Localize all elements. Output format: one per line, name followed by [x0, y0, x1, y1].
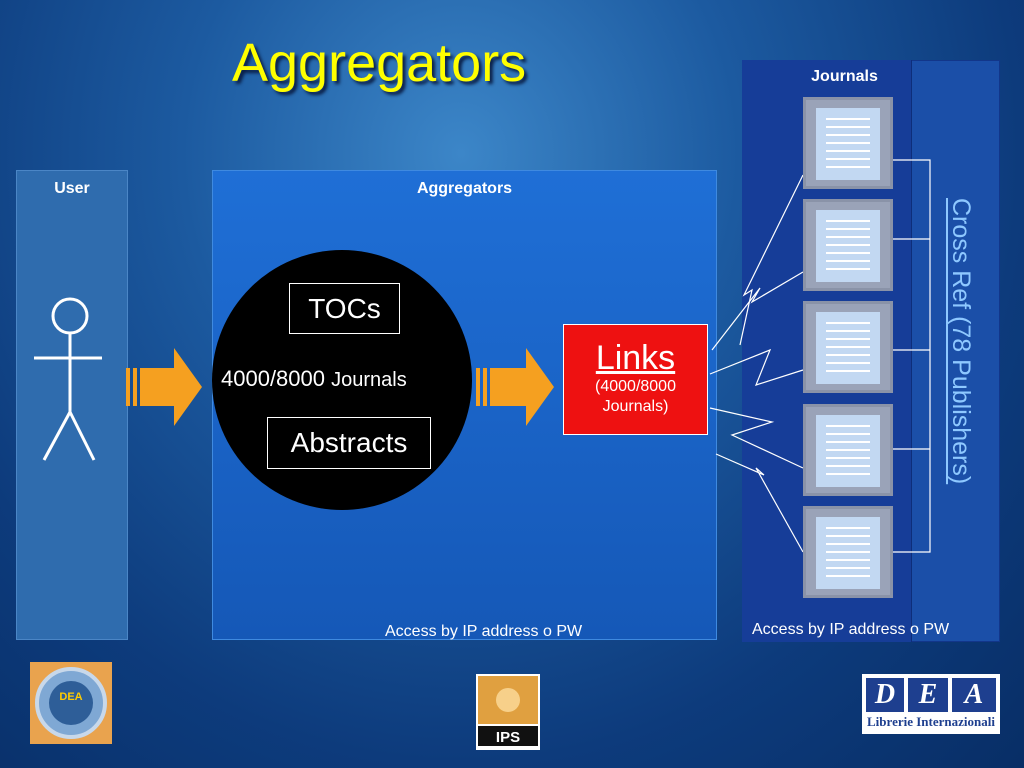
ips-logo-text: IPS: [496, 729, 520, 746]
links-sub-line2: Journals): [602, 398, 669, 415]
aggregators-label: Aggregators: [416, 180, 513, 197]
dea-subtitle: Librerie Internazionali: [867, 714, 995, 729]
journals-access-note: Access by IP address o PW: [752, 621, 950, 638]
abstracts-box: Abstracts: [267, 417, 431, 469]
journal-document-icon: [803, 199, 893, 291]
ips-logo: IPS: [476, 674, 540, 750]
dea-letter-d: D: [866, 678, 904, 712]
tocs-box: TOCs: [289, 283, 400, 334]
arrow-aggregators-to-links-icon: [476, 348, 554, 426]
journals-count: 4000/8000 Journals: [221, 366, 471, 392]
arrow-user-to-aggregators-icon: [126, 348, 202, 426]
crossref-link[interactable]: Cross Ref (78 Publishers): [947, 198, 975, 485]
journals-count-word: Journals: [331, 369, 407, 391]
journal-document-icon: [803, 301, 893, 393]
links-title: Links: [595, 339, 676, 377]
journal-document-icon: [803, 506, 893, 598]
user-label: User: [54, 180, 90, 197]
slide-title: Aggregators: [232, 33, 527, 93]
journals-count-number: 4000/8000: [221, 366, 325, 391]
journal-document-icon: [803, 404, 893, 496]
dea-letter-a: A: [952, 678, 996, 712]
user-panel: [16, 170, 128, 640]
links-box: Links (4000/8000 Journals): [563, 324, 708, 435]
connector-lines: [709, 159, 931, 553]
dea-link-logo: DEA: [30, 662, 112, 744]
aggregators-access-note: Access by IP address o PW: [385, 623, 583, 640]
journals-label: Journals: [811, 68, 878, 85]
dea-librerie-logo: D E A Librerie Internazionali: [862, 674, 1000, 734]
journal-document-icon: [803, 97, 893, 189]
dea-ring-text: DEA: [59, 691, 82, 703]
dea-letter-e: E: [908, 678, 948, 712]
links-sub-line1: (4000/8000: [595, 378, 676, 395]
user-stick-figure-icon: [34, 297, 102, 461]
